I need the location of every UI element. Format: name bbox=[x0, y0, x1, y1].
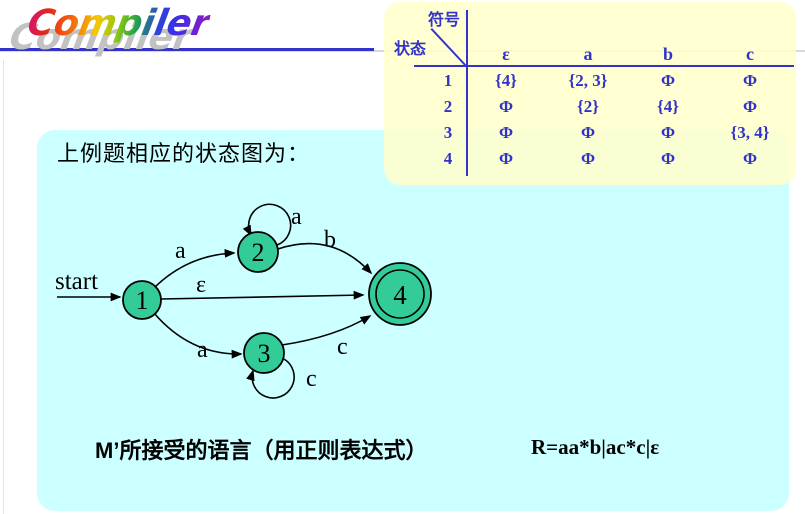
table-row: 4 Φ Φ Φ Φ bbox=[428, 146, 796, 172]
table-cell: Φ bbox=[498, 149, 514, 168]
table-corner-diagonal bbox=[430, 28, 467, 66]
edge-label-3-loop: c bbox=[306, 366, 317, 392]
edge-2-selfloop bbox=[242, 203, 292, 246]
state-label-4: 4 bbox=[393, 280, 407, 310]
edge-1-2 bbox=[154, 249, 236, 288]
table-cell: Φ bbox=[498, 97, 514, 116]
table-cell: Φ bbox=[660, 71, 676, 90]
table-cell: Φ bbox=[660, 149, 676, 168]
edge-label-1-3: a bbox=[197, 337, 208, 363]
state-label-1: 1 bbox=[136, 286, 149, 315]
table-cell: Φ bbox=[580, 149, 596, 168]
edge-2-4 bbox=[277, 242, 373, 275]
edge-label-2-loop: a bbox=[291, 204, 302, 230]
table-header-rule bbox=[414, 65, 794, 67]
table-cell: Φ bbox=[580, 123, 596, 142]
edge-label-3-4: c bbox=[337, 334, 348, 360]
state-cell: 1 bbox=[443, 71, 453, 90]
edge-1-3 bbox=[153, 312, 243, 359]
state-cell: 2 bbox=[443, 97, 453, 116]
state-cell: 4 bbox=[443, 149, 453, 168]
header-blue-rule bbox=[0, 48, 374, 51]
state-label-3: 3 bbox=[258, 339, 271, 368]
compiler-logo-text: Compiler bbox=[24, 3, 213, 44]
table-cell: Φ bbox=[660, 123, 676, 142]
table-cell: {4} bbox=[657, 97, 679, 116]
state-node-2 bbox=[237, 231, 279, 273]
state-node-1 bbox=[122, 280, 162, 320]
table-col-c: c bbox=[746, 44, 754, 64]
table-cell: {2, 3} bbox=[568, 71, 608, 90]
edge-1-4 bbox=[160, 290, 365, 300]
state-diagram: start a a b ε a c c 1 2 3 4 bbox=[55, 203, 432, 399]
state-cell: 3 bbox=[443, 123, 453, 142]
edge-label-1-4: ε bbox=[196, 272, 206, 298]
edge-3-4 bbox=[281, 315, 372, 346]
compiler-logo: Compiler Compiler bbox=[0, 0, 260, 70]
edge-label-2-4: b bbox=[324, 227, 336, 253]
table-cell: Φ bbox=[742, 71, 758, 90]
language-description: M’所接受的语言（用正则表达式） bbox=[95, 438, 428, 463]
table-cell: {3, 4} bbox=[730, 123, 770, 142]
table-vertical-rule bbox=[466, 10, 468, 176]
table-cell: {4} bbox=[495, 71, 517, 90]
table-cell: Φ bbox=[742, 149, 758, 168]
state-label-2: 2 bbox=[252, 238, 265, 267]
edge-3-selfloop bbox=[246, 358, 295, 399]
transition-table: 符号 状态 ε a b c 1 {4} {2, 3} Φ Φ 2 Φ {2} {… bbox=[384, 2, 796, 185]
table-header-row: ε a b c bbox=[468, 42, 796, 66]
table-body: 1 {4} {2, 3} Φ Φ 2 Φ {2} {4} Φ 3 Φ Φ Φ {… bbox=[428, 68, 796, 172]
table-row: 1 {4} {2, 3} Φ Φ bbox=[428, 68, 796, 94]
page-title: 上例题相应的状态图为： bbox=[57, 141, 311, 166]
edge-label-1-2: a bbox=[175, 238, 186, 264]
state-node-4-outer bbox=[368, 262, 432, 326]
table-cell: Φ bbox=[742, 97, 758, 116]
table-corner-symbol-label: 符号 bbox=[428, 12, 461, 29]
table-row: 2 Φ {2} {4} Φ bbox=[428, 94, 796, 120]
table-col-a: a bbox=[583, 44, 593, 64]
state-node-3 bbox=[243, 332, 285, 374]
start-label: start bbox=[55, 268, 98, 295]
table-col-epsilon: ε bbox=[502, 44, 510, 64]
regex-answer: R=aa*b|ac*c|ε bbox=[531, 435, 660, 459]
slide-left-edge bbox=[3, 60, 4, 514]
state-node-4-inner bbox=[375, 269, 425, 319]
table-corner-state-label: 状态 bbox=[394, 41, 427, 58]
table-cell: Φ bbox=[498, 123, 514, 142]
table-col-b: b bbox=[662, 44, 673, 64]
table-row: 3 Φ Φ Φ {3, 4} bbox=[428, 120, 796, 146]
table-cell: {2} bbox=[577, 97, 599, 116]
